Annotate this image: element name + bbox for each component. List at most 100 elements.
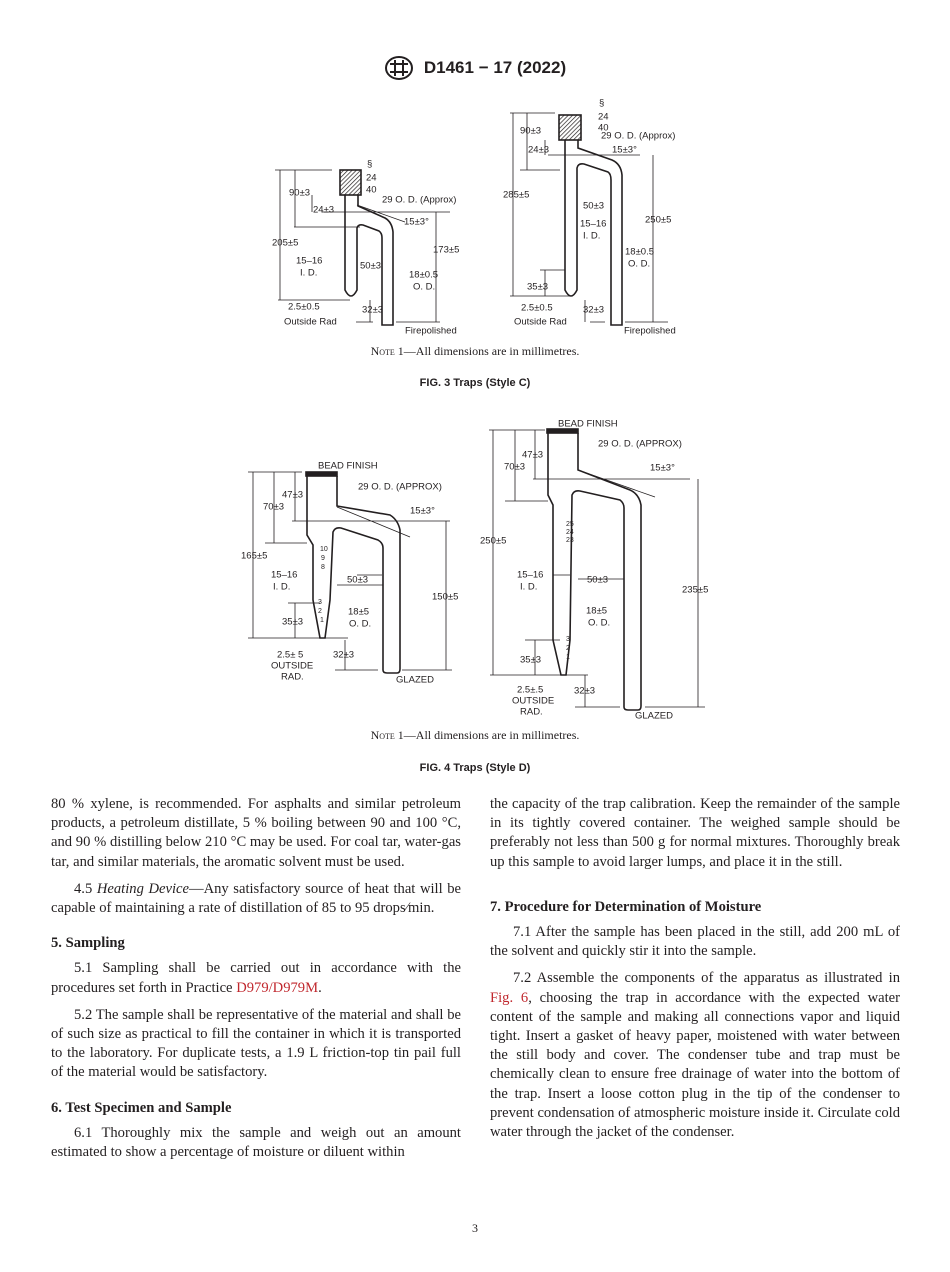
graduation-label: 9 (321, 555, 325, 562)
ground-joint (339, 169, 362, 196)
dimension-label: 32±3 (583, 305, 604, 316)
dimension-label: O. D. (349, 619, 371, 630)
dimension-label: 35±3 (520, 655, 541, 666)
dimension-label: 90±3 (289, 188, 310, 199)
dimension-label: 165±5 (241, 551, 267, 562)
document-title: D1461 − 17 (2022) (423, 58, 567, 77)
dimension-label: 90±3 (520, 126, 541, 137)
dimension-label: 250±5 (480, 536, 506, 547)
graduation-label: 10 (320, 546, 328, 553)
dimension-label: 15–16 (580, 219, 606, 230)
fig3-note: Note 1—All dimensions are in millimetres… (0, 344, 950, 359)
term: Heating Device (96, 880, 189, 897)
dimension-label: 70±3 (504, 462, 525, 473)
dimension-label: 70±3 (263, 502, 284, 513)
dimension-label: 2.5±.5 (517, 685, 543, 696)
dimension-label: BEAD FINISH (558, 419, 618, 430)
dimension-label: 32±3 (574, 686, 595, 697)
paragraph-text: —Any satisfactory source of heat that wi… (51, 880, 462, 917)
note-text: —All dimensions are in millimetres. (403, 728, 580, 742)
trap-body (547, 433, 642, 711)
dimension-label: 2.5±0.5 (288, 302, 320, 313)
dimension-label: 285±5 (503, 190, 529, 201)
dimension-label: 150±5 (432, 592, 458, 603)
dimension-label: GLAZED (635, 711, 673, 722)
paragraph-text: , choosing the trap in accordance with t… (490, 989, 900, 1141)
dimension-label: 15±3° (650, 463, 675, 474)
astm-logo (384, 56, 413, 80)
dimension-label: § (599, 98, 604, 109)
dimension-label: I. D. (300, 268, 317, 279)
dimension-label: 32±3 (362, 305, 383, 316)
dimension-label: 24 (366, 173, 377, 184)
note-label: Note 1 (370, 728, 404, 742)
note-label: Note 1 (370, 344, 404, 358)
dimension-label: 47±3 (522, 450, 543, 461)
dimension-label: 205±5 (272, 238, 298, 249)
page-header: D1461 − 17 (2022) (0, 56, 950, 80)
graduation-label: 1 (320, 617, 324, 624)
dimension-label: 15–16 (271, 570, 297, 581)
dimension-label: 2.5±0.5 (521, 303, 553, 314)
trap-body (564, 140, 623, 326)
graduation-label: 2 (566, 645, 570, 652)
paragraph-4-5: 4.5 Heating Device—Any satisfactory sour… (51, 880, 461, 918)
paragraph-5-2: 5.2 The sample shall be representative o… (51, 1006, 461, 1081)
dimension-label: 24±3 (528, 145, 549, 156)
dimension-label: OUTSIDE (271, 661, 313, 672)
graduation-label: 1 (566, 654, 570, 661)
dimension-label: 29 O. D. (Approx) (601, 131, 675, 142)
dimension-label: 32±3 (333, 650, 354, 661)
dimension-label: 29 O. D. (APPROX) (358, 482, 442, 493)
dimension-label: 50±3 (587, 575, 608, 586)
dimension-label: Firepolished (405, 326, 457, 337)
dimension-lines (248, 112, 705, 708)
dimension-label: 173±5 (433, 245, 459, 256)
dimension-label: 40 (598, 123, 609, 134)
d979-link[interactable]: D979/D979M (236, 979, 319, 996)
fig6-link[interactable]: Fig. 6 (490, 989, 529, 1006)
dimension-label: 15–16 (517, 570, 543, 581)
paragraph-text: 5.1 Sampling shall be carried out in acc… (51, 960, 461, 996)
graduation-label: 25 (566, 521, 574, 528)
paragraph-6-1: 6.1 Thoroughly mix the sample and weigh … (51, 1124, 461, 1161)
dimension-label: OUTSIDE (512, 696, 554, 707)
right-column: the capacity of the trap calibration. Ke… (490, 795, 900, 1150)
dimension-label: GLAZED (396, 675, 434, 686)
dimension-label: 24±3 (313, 205, 334, 216)
paragraph-7-1: 7.1 After the sample has been placed in … (490, 924, 900, 960)
fig4-note: Note 1—All dimensions are in millimetres… (0, 728, 950, 743)
dimension-label: I. D. (583, 231, 600, 242)
paragraph-text: 7.2 Assemble the components of the appar… (513, 970, 900, 987)
trap-body (306, 476, 401, 674)
bead-finish (305, 471, 338, 477)
graduation-label: 2 (318, 608, 322, 615)
dimension-label: RAD. (520, 707, 543, 718)
dimension-label: O. D. (588, 618, 610, 629)
dimension-label: 50±3 (583, 201, 604, 212)
graduation-label: 23 (566, 537, 574, 544)
dimension-label: 235±5 (682, 585, 708, 596)
dimension-label: O. D. (413, 282, 435, 293)
dimension-label: 15±3° (612, 145, 637, 156)
fig3-caption: FIG. 3 Traps (Style C) (419, 377, 531, 389)
dimension-label: 35±3 (527, 282, 548, 293)
dimension-label: 250±5 (645, 215, 671, 226)
dimension-label: I. D. (520, 582, 537, 593)
dimension-label: Outside Rad (284, 317, 337, 328)
dimension-label: 15±3° (410, 506, 435, 517)
dimension-label: O. D. (628, 259, 650, 270)
dimension-label: 29 O. D. (Approx) (382, 195, 456, 206)
graduation-label: 3 (566, 636, 570, 643)
section-heading-6: 6. Test Specimen and Sample (51, 1099, 232, 1116)
note-text: —All dimensions are in millimetres. (403, 344, 580, 358)
dimension-label: Outside Rad (514, 317, 567, 328)
dimension-label: 29 O. D. (APPROX) (598, 439, 682, 450)
dimension-label: 18±0.5 (409, 270, 438, 281)
dimension-label: RAD. (281, 672, 304, 683)
trap-body (344, 195, 394, 326)
dimension-label: 18±0.5 (625, 247, 654, 258)
